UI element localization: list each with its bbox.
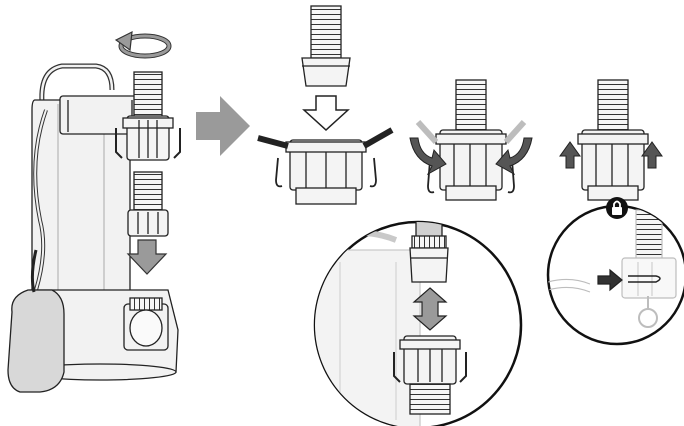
hose-tail: [302, 6, 350, 86]
rotate-arrow-icon: [116, 32, 169, 56]
hose-coupling-assembled: [418, 80, 524, 200]
pin-detail: [548, 206, 684, 344]
cam-coupling-open: [258, 130, 392, 204]
down-arrow-icon: [128, 240, 166, 274]
hose-coupling-secured: [578, 80, 648, 200]
lock-icon: [606, 197, 628, 219]
down-arrow-icon: [304, 96, 348, 130]
up-arrow-icon: [560, 142, 580, 168]
pump-connection-detail: [312, 204, 521, 426]
threaded-adapter: [128, 172, 168, 236]
right-arrow-icon: [196, 96, 250, 156]
up-arrow-icon: [642, 142, 662, 168]
